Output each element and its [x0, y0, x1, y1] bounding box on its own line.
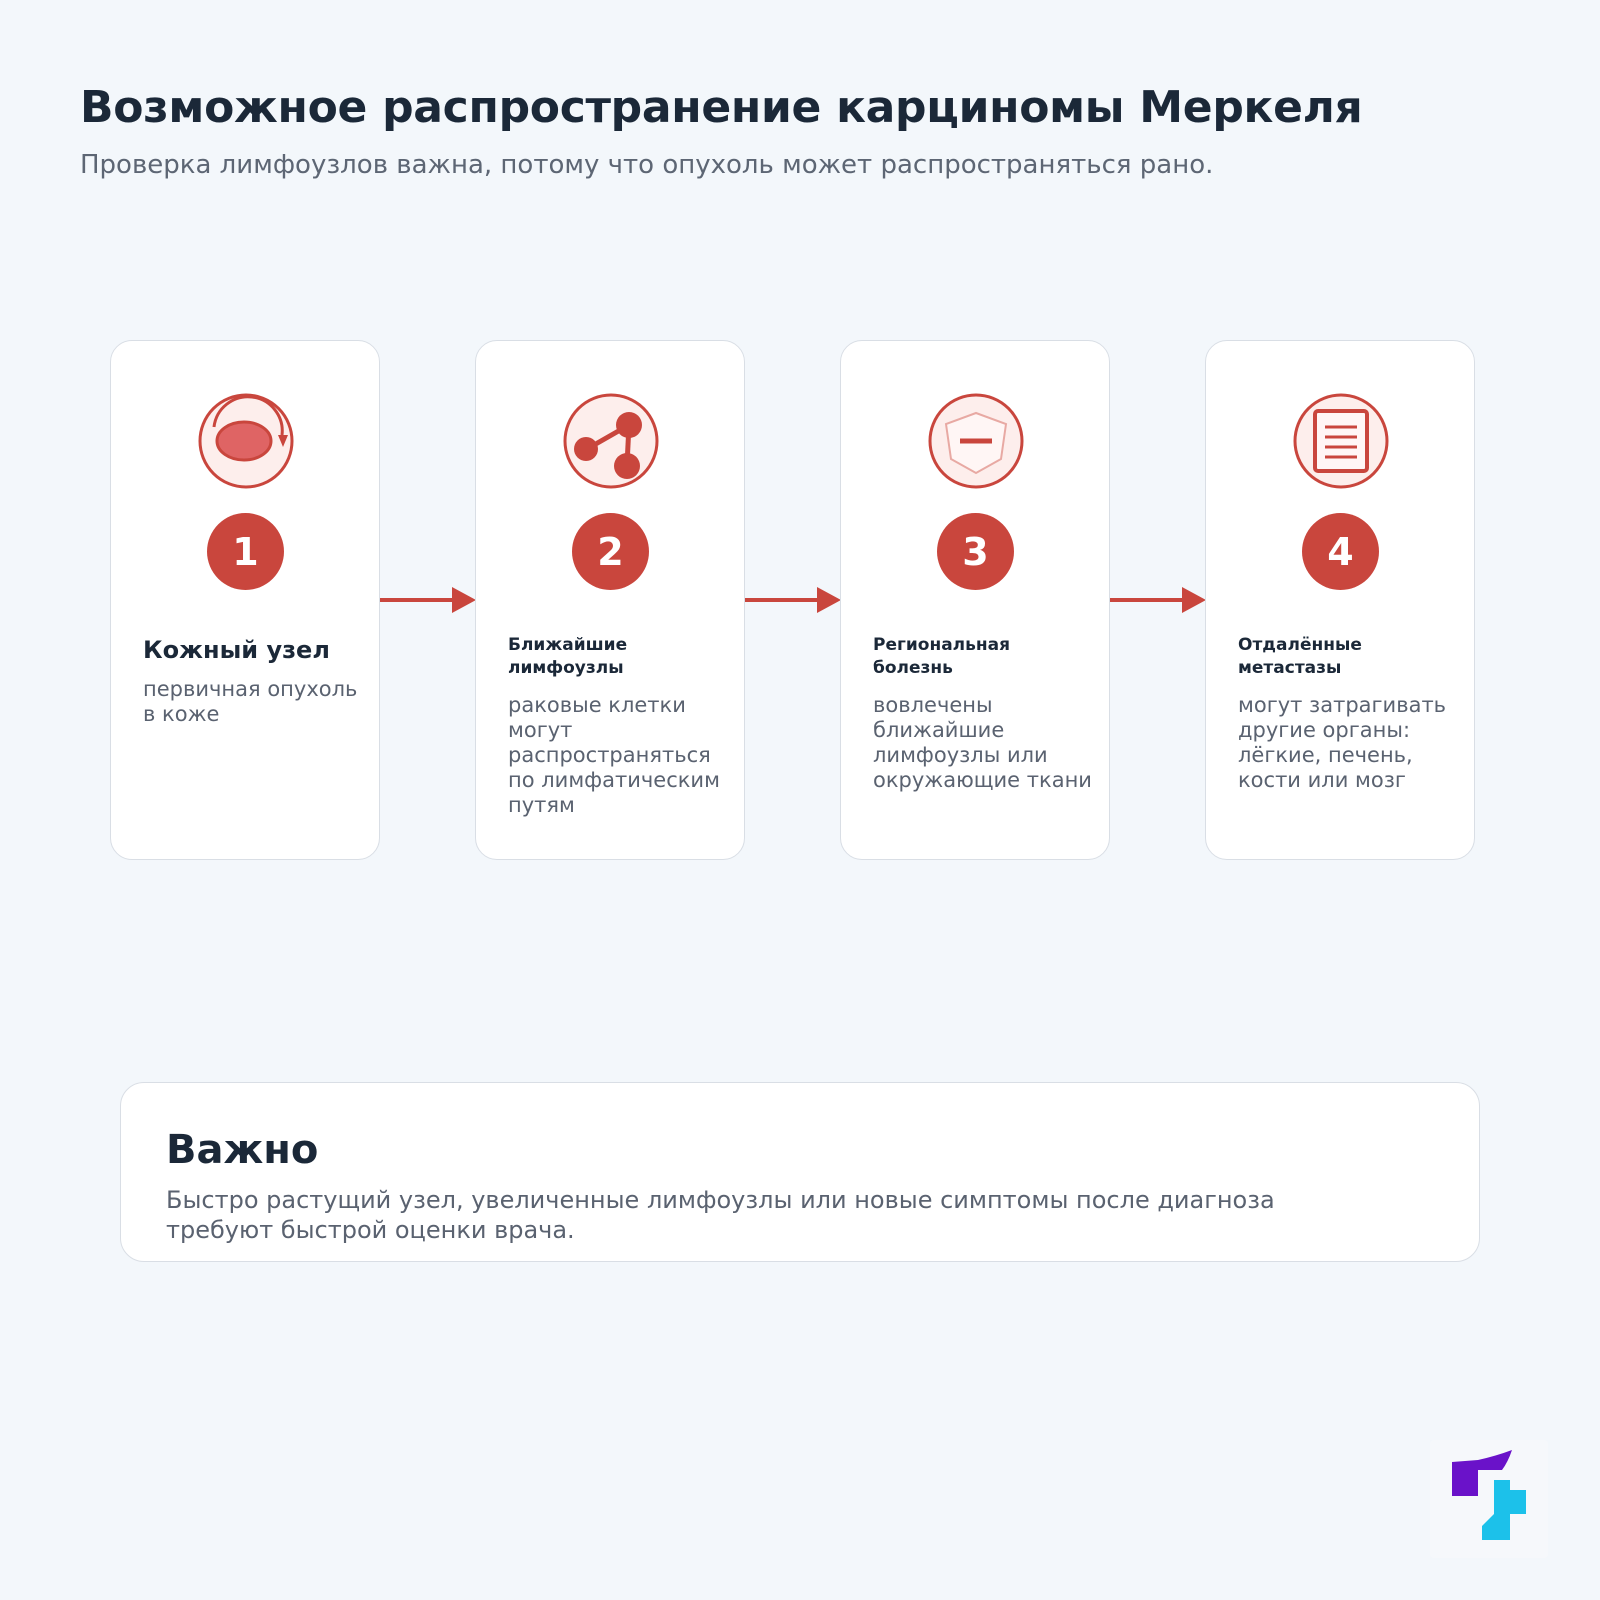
step-number-badge: 2 [572, 513, 649, 590]
step-description: могут затрагивать другие органы: лёгкие,… [1238, 693, 1447, 792]
step-card-4: 4 Отдалённые метастазы могут затрагивать… [1205, 340, 1475, 860]
step-title: Кожный узел [143, 636, 330, 664]
step-number-badge: 1 [207, 513, 284, 590]
page-title: Возможное распространение карциномы Мерк… [80, 82, 1363, 133]
step-title: Отдалённые метастазы [1238, 635, 1362, 678]
step-number-badge: 3 [937, 513, 1014, 590]
brand-logo-icon [1430, 1440, 1548, 1558]
arrow-right-icon [380, 585, 476, 615]
page-subtitle: Проверка лимфоузлов важна, потому что оп… [80, 150, 1214, 180]
important-notice: Важно Быстро растущий узел, увеличенные … [120, 1082, 1480, 1262]
step-description: вовлечены ближайшие лимфоузлы или окружа… [873, 693, 1092, 792]
step-title: Региональная болезнь [873, 635, 1011, 678]
shield-minus-icon [928, 393, 1024, 489]
step-card-1: 1 Кожный узел первичная опухоль в коже [110, 340, 380, 860]
important-text: Быстро растущий узел, увеличенные лимфоу… [166, 1186, 1275, 1244]
step-title: Ближайшие лимфоузлы [508, 635, 628, 678]
arrow-right-icon [1110, 585, 1206, 615]
arrow-right-icon [745, 585, 841, 615]
step-number-badge: 4 [1302, 513, 1379, 590]
step-description: первичная опухоль в коже [143, 677, 358, 726]
skin-nodule-icon [198, 393, 294, 489]
lymph-network-icon [563, 393, 659, 489]
important-title: Важно [166, 1127, 319, 1173]
step-card-2: 2 Ближайшие лимфоузлы раковые клетки мог… [475, 340, 745, 860]
step-description: раковые клетки могут распространяться по… [508, 693, 720, 817]
document-icon [1293, 393, 1389, 489]
step-card-3: 3 Региональная болезнь вовлечены ближайш… [840, 340, 1110, 860]
